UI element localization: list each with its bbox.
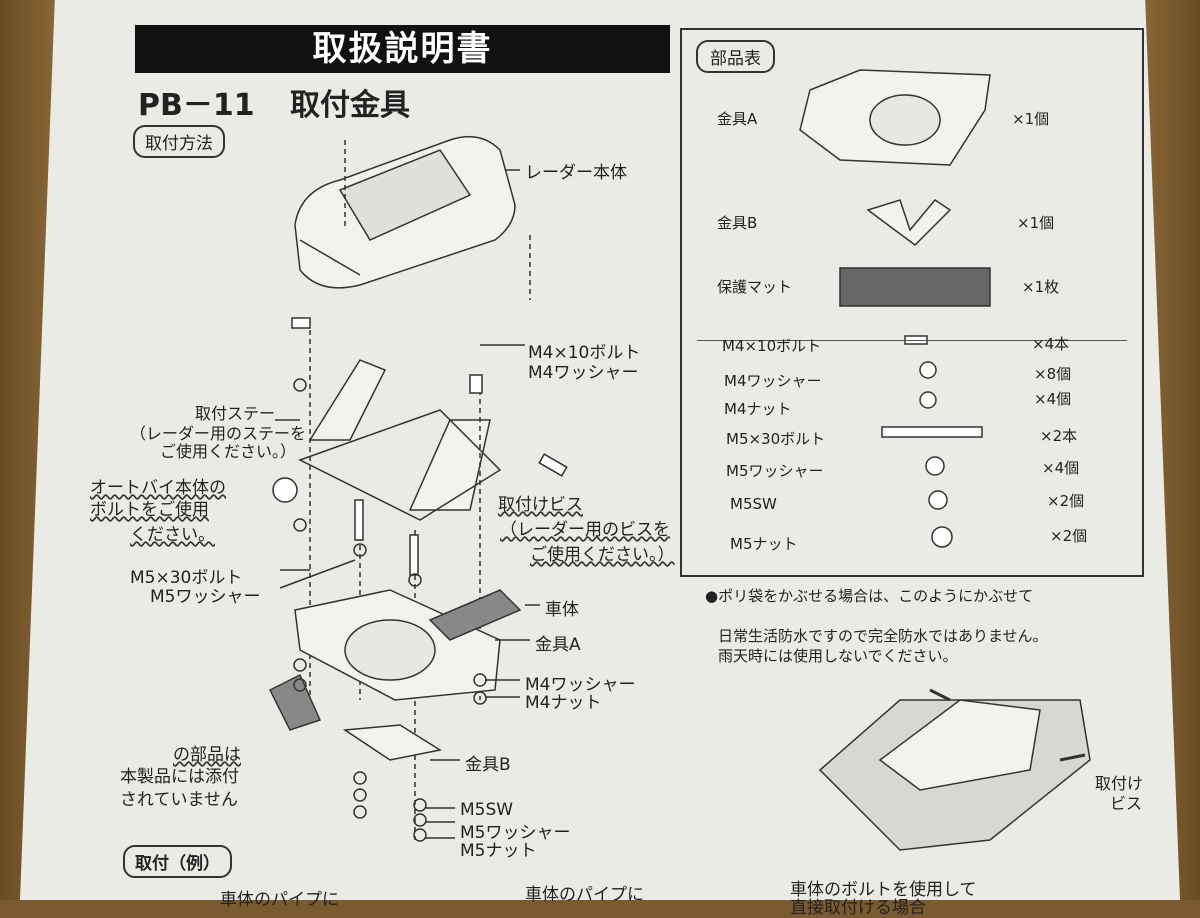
label-screw: 取付けビス	[498, 495, 583, 515]
section-mounting-example: 取付（例）	[123, 845, 232, 878]
parts-bracket-b-drawing	[866, 199, 952, 246]
bottom-text-3: 車体のボルトを使用して	[790, 880, 977, 900]
label-stay-note-1: （レーダー用のステーを	[130, 424, 307, 443]
part-qty: ×4個	[1034, 390, 1072, 408]
label-not-included-1: の部品は	[173, 745, 241, 765]
part-name: M4ワッシャー	[724, 372, 822, 390]
model-number: PB－11	[138, 88, 255, 123]
bag-note-line-2: 日常生活防水ですので完全防水ではありません。	[718, 627, 1048, 645]
part-name: M5SW	[730, 495, 777, 513]
label-bag-screw-2: ビス	[1110, 794, 1143, 813]
bottom-text-2: 車体のパイプに	[525, 885, 644, 905]
part-name: 保護マット	[717, 278, 793, 296]
label-bolt-m4x10: M4×10ボルト	[528, 343, 641, 363]
part-qty: ×4本	[1032, 335, 1070, 353]
parts-table-title: 部品表	[696, 40, 775, 73]
label-nut-m5: M5ナット	[460, 841, 537, 861]
product-name: 取付金具	[290, 88, 410, 123]
label-bolt-m5x30: M5×30ボルト	[130, 568, 243, 588]
label-vehicle: 車体	[545, 600, 579, 620]
label-screw-note-2: ご使用ください。）	[530, 545, 675, 565]
bag-note-line-1: ●ポリ袋をかぶせる場合は、このようにかぶせて	[705, 587, 1034, 605]
parts-protective-mat-drawing	[839, 267, 991, 307]
label-stay-note-2: ご使用ください。）	[160, 442, 297, 461]
part-qty: ×2個	[1050, 527, 1088, 545]
bag-note-line-3: 雨天時には使用しないでください。	[718, 647, 958, 665]
bottom-text-1: 車体のパイプに	[220, 890, 339, 910]
page-title: 取扱説明書	[135, 25, 670, 73]
label-not-included-3: されていません	[120, 790, 238, 810]
part-name: M5×30ボルト	[726, 430, 826, 448]
label-washer-m5: M5ワッシャー	[150, 587, 261, 607]
label-bracket-a: 金具A	[535, 635, 581, 655]
label-m5sw: M5SW	[460, 800, 514, 820]
parts-table: 部品表 金具A ×1個 金具B ×1個 保護マット ×1枚 M4×10ボルト ×…	[680, 28, 1144, 577]
section-mounting-method: 取付方法	[133, 125, 225, 158]
label-bag-screw-1: 取付け	[1095, 774, 1144, 793]
part-qty: ×4個	[1042, 459, 1080, 477]
bottom-text-4: 直接取付ける場合	[790, 898, 926, 918]
label-moto-bolt-3: ください。	[130, 525, 215, 545]
part-name: 金具B	[717, 214, 758, 232]
part-qty: ×8個	[1034, 365, 1072, 383]
part-qty: ×2本	[1040, 427, 1078, 445]
part-name: M5ワッシャー	[726, 462, 824, 480]
part-name: M5ナット	[730, 535, 798, 553]
parts-table-divider	[697, 340, 1127, 341]
label-washer-m4-top: M4ワッシャー	[528, 363, 639, 383]
label-radar-body: レーダー本体	[525, 163, 627, 183]
part-name: M4ナット	[724, 400, 792, 418]
part-qty: ×1個	[1017, 214, 1055, 232]
part-name: M4×10ボルト	[722, 337, 822, 355]
label-screw-note-1: （レーダー用のビスを	[500, 520, 670, 540]
label-stay: 取付ステー	[195, 404, 276, 423]
part-qty: ×1個	[1012, 110, 1050, 128]
part-qty: ×1枚	[1022, 278, 1060, 296]
label-moto-bolt-2: ボルトをご使用	[90, 500, 209, 520]
stay-left-drawing	[308, 359, 387, 441]
bracket-b-drawing	[342, 724, 442, 761]
label-washer-m4-bottom: M4ワッシャー	[525, 675, 636, 695]
part-qty: ×2個	[1047, 492, 1085, 510]
label-bracket-b: 金具B	[465, 755, 511, 775]
label-moto-bolt-1: オートバイ本体の	[90, 478, 226, 498]
part-name: 金具A	[717, 110, 758, 128]
stay-right-drawing	[408, 419, 491, 511]
label-not-included-2: 本製品には添付	[120, 767, 239, 787]
label-nut-m4: M4ナット	[525, 693, 602, 713]
label-washer-m5-bottom: M5ワッシャー	[460, 823, 571, 843]
